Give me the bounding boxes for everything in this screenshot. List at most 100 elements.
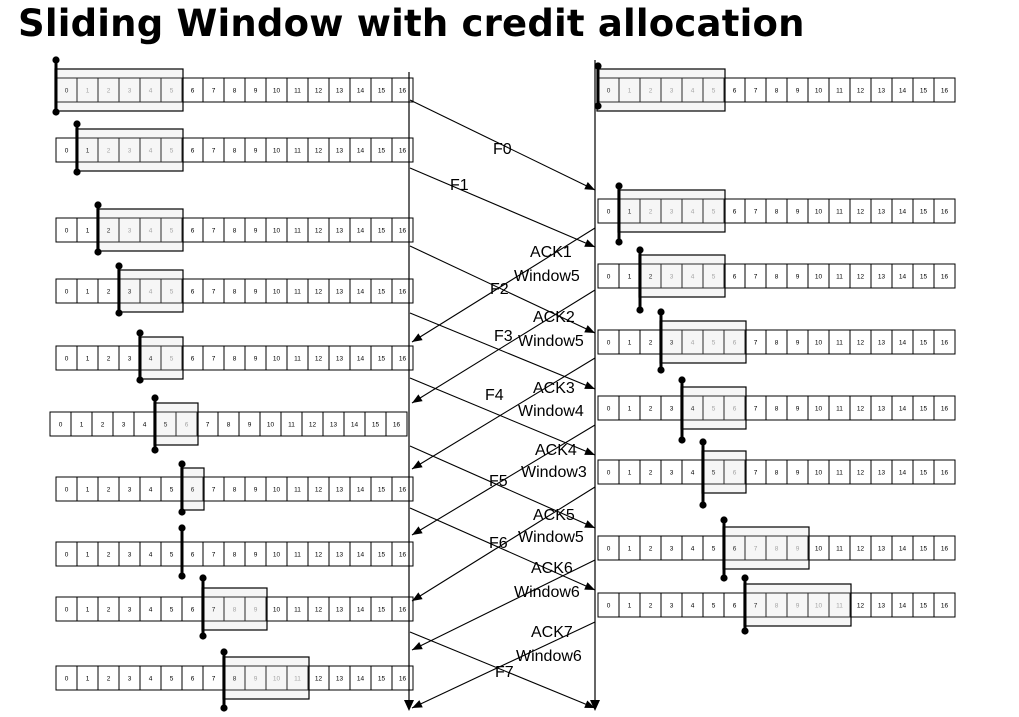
frame-number: 9 (796, 546, 800, 553)
frame-number: 0 (59, 422, 63, 429)
frame-number: 10 (815, 88, 823, 95)
frame-cell (391, 77, 414, 103)
frame-number: 0 (65, 607, 69, 614)
receiver-credit-window (722, 526, 810, 570)
frame-number: 13 (878, 470, 886, 477)
ack-label-4: ACK4 (535, 442, 577, 459)
frame-number: 8 (775, 274, 779, 281)
frame-arrow-f1-arrowhead (584, 239, 595, 247)
frame-number: 13 (878, 274, 886, 281)
frame-number: 13 (330, 422, 338, 429)
frame-number: 3 (128, 88, 132, 95)
pointer-dot (678, 436, 686, 444)
sender-credit-window (138, 336, 184, 380)
frame-number: 0 (607, 603, 611, 610)
frame-number: 12 (315, 552, 323, 559)
frame-number: 10 (815, 406, 823, 413)
frame-number: 2 (649, 406, 653, 413)
window-credit-label-6: Window6 (514, 584, 580, 601)
frame-number: 6 (191, 356, 195, 363)
frame-number: 6 (191, 607, 195, 614)
frame-number: 11 (836, 406, 843, 413)
frame-number: 16 (399, 552, 407, 559)
frame-number: 4 (149, 228, 153, 235)
frame-number: 10 (815, 209, 823, 216)
frame-cell (933, 77, 956, 103)
ack-arrow-4-line (411, 424, 596, 536)
frame-number: 6 (733, 274, 737, 281)
frame-number: 1 (86, 676, 90, 683)
frame-number: 10 (273, 289, 281, 296)
frame-number: 12 (315, 487, 323, 494)
pointer-dot (52, 108, 60, 116)
frame-number: 5 (170, 356, 174, 363)
frame-number: 3 (128, 487, 132, 494)
frame-number: 3 (670, 209, 674, 216)
frame-number: 0 (607, 470, 611, 477)
frame-number: 0 (65, 487, 69, 494)
frame-number: 10 (273, 676, 281, 683)
frame-number: 0 (65, 676, 69, 683)
frame-number: 16 (399, 487, 407, 494)
frame-cell (391, 476, 414, 502)
frame-number: 10 (273, 88, 281, 95)
frame-number: 4 (149, 148, 153, 155)
receiver-credit-window (743, 583, 852, 627)
frame-number: 2 (649, 274, 653, 281)
pointer-dot (94, 248, 102, 256)
frame-number: 9 (254, 88, 258, 95)
frame-number: 7 (206, 422, 210, 429)
frame-number: 16 (941, 340, 949, 347)
frame-number: 9 (254, 607, 258, 614)
frame-number: 4 (691, 546, 695, 553)
frame-number: 2 (107, 148, 111, 155)
window-credit-label-1: Window5 (514, 268, 580, 285)
frame-number: 0 (607, 88, 611, 95)
pointer-dot (115, 309, 123, 317)
frame-number: 3 (670, 340, 674, 347)
frame-number: 4 (149, 289, 153, 296)
frame-number: 11 (294, 88, 301, 95)
frame-number: 15 (378, 552, 386, 559)
ack-arrow-5-line (411, 486, 596, 602)
frame-number: 9 (254, 487, 258, 494)
frame-number: 1 (86, 148, 90, 155)
ack-label-1: ACK1 (530, 244, 572, 261)
frame-number: 15 (920, 603, 928, 610)
frame-number: 16 (941, 406, 949, 413)
frame-number: 1 (628, 88, 632, 95)
frame-arrow-f7-line (409, 631, 596, 709)
frame-number: 11 (836, 546, 843, 553)
frame-number: 11 (294, 552, 301, 559)
frame-number: 14 (357, 552, 365, 559)
frame-number: 5 (712, 274, 716, 281)
ack-arrow-6 (411, 559, 596, 651)
timeline-arrowhead (404, 700, 414, 711)
frame-number: 11 (294, 676, 301, 683)
frame-number: 14 (899, 274, 907, 281)
ack-arrow-7 (411, 621, 596, 709)
frame-arrow-f6 (409, 507, 596, 591)
frame-cell (933, 198, 956, 224)
frame-cell (391, 278, 414, 304)
frame-number: 11 (836, 88, 843, 95)
pointer-dot (178, 572, 186, 580)
sender-credit-window (96, 208, 184, 252)
frame-number: 5 (712, 546, 716, 553)
frame-number: 6 (185, 422, 189, 429)
frame-number: 10 (273, 356, 281, 363)
ack-arrow-7-arrowhead (412, 700, 423, 708)
frame-number: 15 (378, 289, 386, 296)
frame-cell (933, 592, 956, 618)
ack-arrow-7-line (411, 621, 596, 709)
frame-label-f6: F6 (489, 535, 508, 552)
frame-number: 11 (836, 340, 843, 347)
frame-number: 16 (399, 88, 407, 95)
frame-number: 15 (920, 340, 928, 347)
frame-number: 8 (233, 148, 237, 155)
